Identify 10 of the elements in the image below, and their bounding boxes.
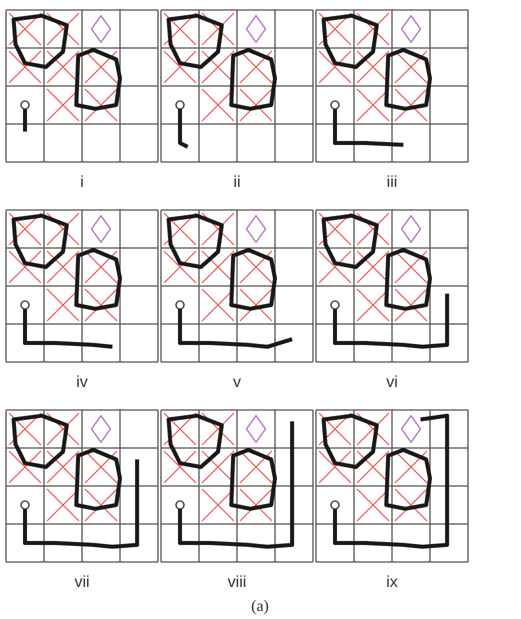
panel-label: ix: [385, 574, 399, 592]
figure-caption: (a): [250, 598, 270, 616]
panel-label: viii: [226, 574, 248, 592]
panel-label: vii: [73, 574, 91, 592]
panel-label: iii: [386, 174, 398, 192]
panel-label: ii: [232, 174, 242, 192]
panel-label: vi: [385, 374, 399, 392]
panel-label: v: [232, 374, 242, 392]
panel-label: iv: [75, 374, 89, 392]
panel-label: i: [79, 174, 85, 192]
